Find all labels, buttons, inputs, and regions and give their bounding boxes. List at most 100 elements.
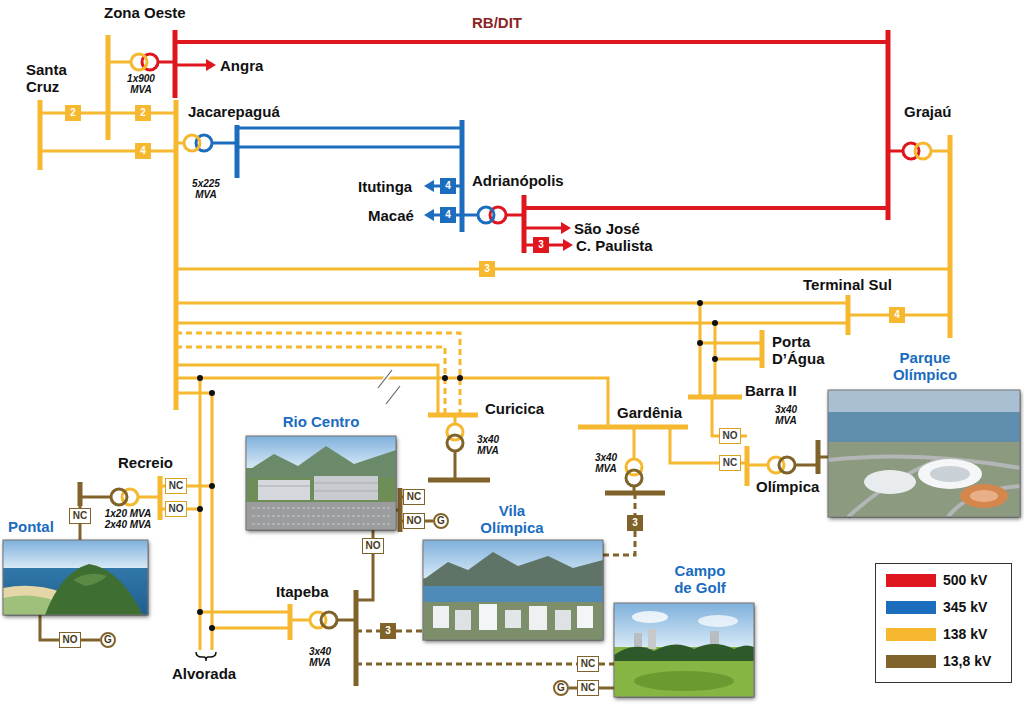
switch-box: NC: [577, 656, 599, 672]
drawing-path: [158, 62, 903, 245]
substation-label: C. Paulista: [576, 237, 653, 254]
node-text: NO: [366, 541, 381, 551]
photo-heading: Campo de Golf: [668, 563, 732, 597]
circuit-count-box: 4: [135, 143, 151, 159]
legend-swatch: [886, 655, 936, 668]
capacity-label: 3x40 MVA: [302, 646, 338, 668]
wires-13-8kv: [80, 435, 828, 686]
legend-text: 500 kV: [943, 573, 987, 587]
pontal-photo: [3, 540, 148, 615]
node-text: G: [557, 683, 565, 693]
node-text: 3: [484, 264, 490, 274]
substation-label: Santa Cruz: [26, 61, 76, 96]
node-text: NO: [723, 431, 738, 441]
switch-box: NO: [362, 538, 384, 554]
switch-box: NC: [577, 680, 599, 696]
drawing-path: [380, 370, 400, 402]
drawing-circle: [457, 375, 463, 381]
photo-heading: Vila Olímpica: [467, 503, 557, 537]
drawing-polygon: [424, 209, 434, 221]
drawing-circle: [197, 506, 203, 512]
drawing-ellipse: [930, 466, 970, 482]
capacity-label: 3x40 MVA: [588, 452, 624, 474]
drawing-path: [828, 456, 1020, 517]
circuit-count-box: 4: [440, 207, 456, 223]
photo-panel: Pontal: [3, 540, 148, 615]
drawing-circle: [209, 390, 215, 396]
legend-swatch: [886, 601, 936, 614]
photo-heading: Parque Olímpico: [875, 350, 975, 384]
drawing-circle: [697, 340, 703, 346]
drawing-rect: [3, 540, 148, 615]
substation-label: Angra: [220, 57, 263, 74]
drawing-circle: [131, 54, 147, 70]
drawing-rect: [423, 540, 603, 640]
node-text: NC: [169, 481, 183, 491]
node-text: 4: [445, 181, 451, 191]
substation-label: Recreio: [118, 454, 173, 471]
circuit-count-box: 3: [479, 261, 495, 277]
drawing-circle: [626, 470, 642, 486]
drawing-ellipse: [698, 615, 738, 627]
substation-label: Macaé: [368, 207, 414, 224]
drawing-path: [614, 644, 754, 661]
feeder-connector: [40, 615, 59, 640]
generator-circle: G: [100, 632, 116, 648]
photo-panel: Parque Olímpico: [828, 390, 1020, 517]
drawing-circle: [712, 356, 718, 362]
node-text: NC: [73, 511, 87, 521]
switch-box: NC: [719, 455, 741, 471]
drawing-circle: [111, 489, 127, 505]
drawing-rect: [3, 540, 148, 615]
switch-box: NC: [69, 508, 91, 524]
drawing-path: [73, 574, 107, 586]
drawing-circle: [478, 207, 494, 223]
circuit-count-box: 4: [889, 307, 905, 323]
drawing-path: [246, 446, 396, 478]
capacity-label: 3x40 MVA: [470, 434, 506, 456]
feeder-connector: [599, 687, 614, 690]
photo-panel: Campo de Golf: [614, 603, 754, 697]
drawing-ellipse: [632, 611, 668, 623]
node-text: NC: [407, 492, 421, 502]
drawing-polygon: [561, 222, 571, 234]
substation-label: Gardênia: [617, 404, 682, 421]
node-text: 4: [445, 210, 451, 220]
wires-345kv: [196, 120, 494, 232]
substation-label: Zona Oeste: [104, 4, 186, 21]
circuit-count-box: 3: [627, 515, 643, 531]
drawing-rect: [423, 586, 603, 602]
drawing-ellipse: [960, 484, 1008, 508]
legend-swatch: [886, 628, 936, 641]
drawing-circle: [697, 300, 703, 306]
drawing-rect: [828, 390, 1020, 517]
feeder-connector: [81, 639, 100, 642]
switch-box: NC: [403, 489, 425, 505]
drawing-circle: [197, 609, 203, 615]
circuit-count-box: 4: [440, 178, 456, 194]
node-text: 4: [894, 310, 900, 320]
substation-label: Olímpica: [756, 478, 819, 495]
capacity-label: 3x40 MVA: [768, 404, 804, 426]
drawing-rect: [555, 610, 571, 630]
drawing-circle: [915, 143, 931, 159]
node-text: NO: [63, 635, 78, 645]
legend-text: 138 kV: [943, 627, 987, 641]
substation-label: Adrianópolis: [472, 172, 564, 189]
switch-box: NO: [59, 632, 81, 648]
drawing-circle: [712, 320, 718, 326]
node-text: 3: [385, 626, 391, 636]
drawing-path: [40, 62, 950, 650]
drawing-polygon: [563, 239, 573, 251]
wires-500kv: [142, 30, 919, 253]
drawing-rect: [258, 480, 310, 500]
switch-box: NC: [165, 478, 187, 494]
photo-panel: Rio Centro: [246, 436, 396, 530]
capacity-label: 1x900 MVA: [123, 73, 159, 95]
drawing-path: [196, 652, 216, 661]
legend-text: 345 kV: [943, 600, 987, 614]
